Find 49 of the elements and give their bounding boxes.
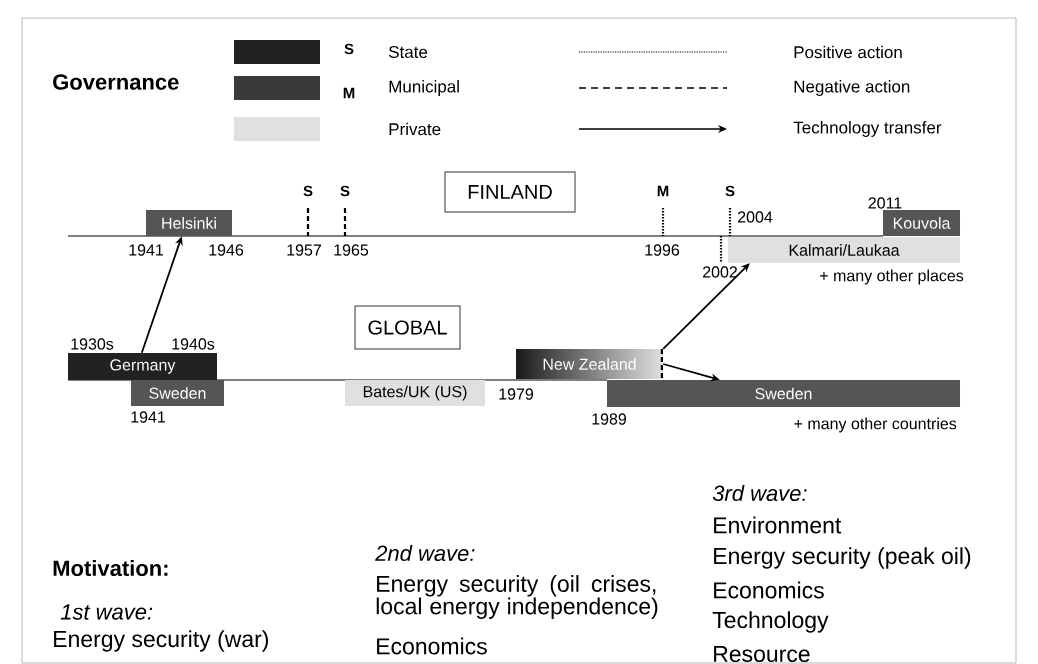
legend-label: State (389, 45, 428, 58)
governance-letter: S (344, 43, 354, 55)
motivation-item: Resource (714, 646, 810, 662)
motivation-item: Economics (714, 581, 824, 599)
motivation-item: Energy security (oil crises, local energy independence) (376, 575, 658, 619)
year-label: 1965 (334, 244, 369, 256)
year-label: 2011 (868, 197, 902, 209)
heading: Motivation: (53, 559, 168, 577)
motivation-item: Energy security (war) (54, 630, 268, 652)
governance-letter: S (725, 185, 735, 197)
label-box: FINLAND (444, 171, 576, 213)
municipal-bar: Sweden (607, 380, 960, 407)
motivation-item: Environment (714, 516, 842, 534)
state-bar: Germany (68, 353, 217, 380)
municipal-bar: Sweden (131, 380, 224, 406)
municipal-bar: Kouvola (883, 210, 960, 236)
year-label: 1941 (129, 244, 163, 256)
legend-label: Municipal (389, 80, 459, 96)
motivation-item: Economics (377, 637, 487, 655)
year-label: 1996 (645, 244, 680, 256)
legend-label: Technology transfer (793, 121, 942, 137)
year-label: 2002 (703, 266, 737, 278)
legend-label: Private (389, 122, 441, 136)
heading: Governance (53, 74, 179, 90)
municipal-bar: Helsinki (146, 210, 232, 236)
wave-heading: 1st wave: (60, 604, 153, 620)
wave-heading: 3rd wave: (712, 484, 807, 502)
legend-label: Negative action (794, 80, 910, 96)
private-bar: Kalmari/Laukaa (728, 237, 960, 263)
private-bar: Bates/UK (US) (345, 380, 485, 406)
transition-bar: New Zealand (543, 349, 663, 379)
governance-letter: S (303, 185, 313, 197)
year-label: 1930s (71, 338, 114, 350)
label-box: GLOBAL (354, 305, 461, 350)
governance-letter: S (340, 185, 350, 197)
year-label: 1941 (131, 411, 165, 423)
governance-letter: M (343, 87, 355, 99)
governance-letter: M (657, 185, 669, 197)
year-label: 1979 (499, 388, 534, 400)
year-label: 1989 (592, 413, 627, 425)
note: + many other places (820, 269, 964, 285)
year-label: 1940s (172, 338, 215, 350)
year-label: 1957 (287, 244, 321, 256)
motivation-item: Energy security (peak oil) (714, 547, 971, 569)
wave-heading: 2nd wave: (375, 544, 475, 562)
year-label: 1946 (209, 244, 244, 256)
motivation-item: Technology (712, 611, 829, 633)
arrow (662, 263, 750, 350)
legend-label: Positive action (794, 45, 902, 59)
